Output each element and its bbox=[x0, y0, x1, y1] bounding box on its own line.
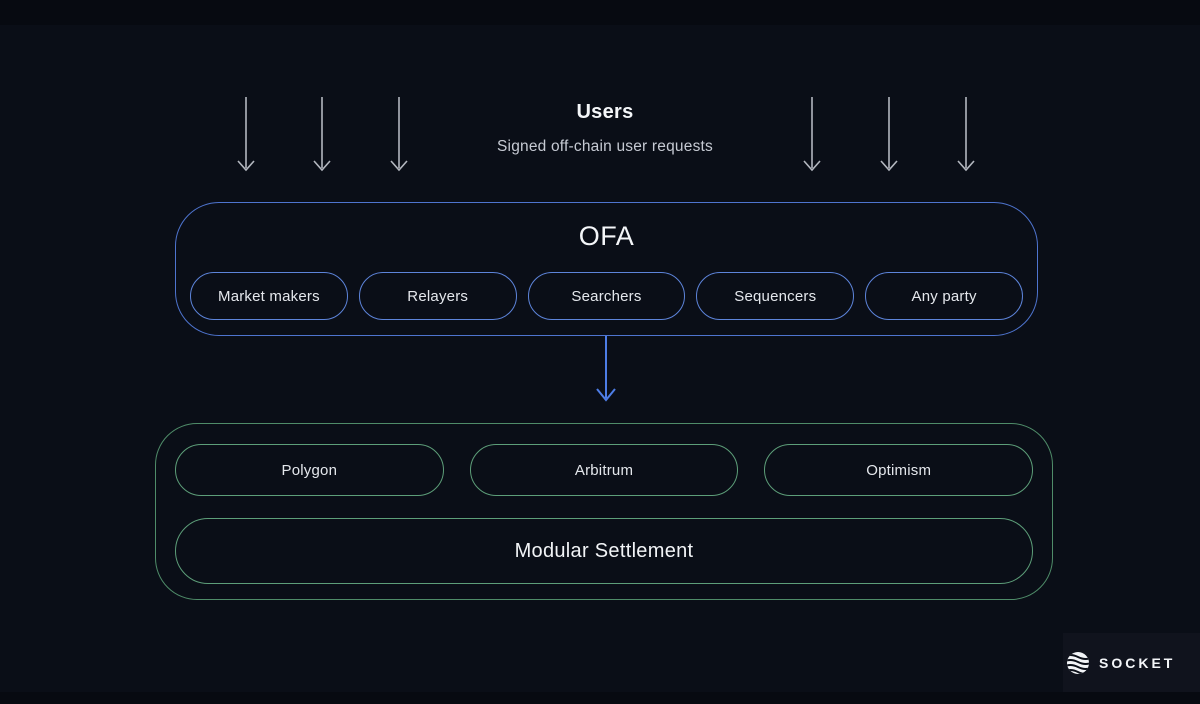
ofa-pill-relayers: Relayers bbox=[358, 272, 517, 320]
ofa-box: OFA Market makers Relayers Searchers Seq… bbox=[175, 202, 1038, 336]
down-arrow-icon bbox=[313, 97, 331, 172]
down-arrow-icon bbox=[803, 97, 821, 172]
users-title: Users bbox=[576, 101, 634, 123]
chain-pill-optimism: Optimism bbox=[764, 444, 1034, 496]
chain-pill-arbitrum: Arbitrum bbox=[469, 444, 739, 496]
chain-pill-polygon: Polygon bbox=[175, 444, 444, 496]
ofa-pill-searchers: Searchers bbox=[527, 272, 686, 320]
ofa-title: OFA bbox=[578, 221, 635, 251]
ofa-pill-market-makers: Market makers bbox=[190, 272, 348, 320]
bottom-letterbox-band bbox=[0, 692, 1200, 704]
brand-name: SOCKET bbox=[1099, 655, 1176, 671]
ofa-pill-row: Market makers Relayers Searchers Sequenc… bbox=[190, 272, 1023, 320]
ofa-pill-any-party: Any party bbox=[865, 272, 1023, 320]
modular-settlement-box: Modular Settlement bbox=[175, 518, 1033, 584]
settlement-box: Polygon Arbitrum Optimism Modular Settle… bbox=[155, 423, 1053, 600]
users-header: Users Signed off-chain user requests bbox=[405, 101, 805, 156]
flow-arrow-icon bbox=[596, 336, 616, 402]
down-arrow-icon bbox=[237, 97, 255, 172]
top-letterbox-band bbox=[0, 0, 1200, 25]
socket-globe-icon bbox=[1067, 652, 1089, 674]
chain-pill-row: Polygon Arbitrum Optimism bbox=[175, 444, 1034, 496]
ofa-pill-sequencers: Sequencers bbox=[696, 272, 855, 320]
down-arrow-icon bbox=[880, 97, 898, 172]
users-subtitle: Signed off-chain user requests bbox=[497, 138, 713, 155]
down-arrow-icon bbox=[957, 97, 975, 172]
down-arrow-icon bbox=[390, 97, 408, 172]
brand-logo: SOCKET bbox=[1066, 650, 1175, 676]
